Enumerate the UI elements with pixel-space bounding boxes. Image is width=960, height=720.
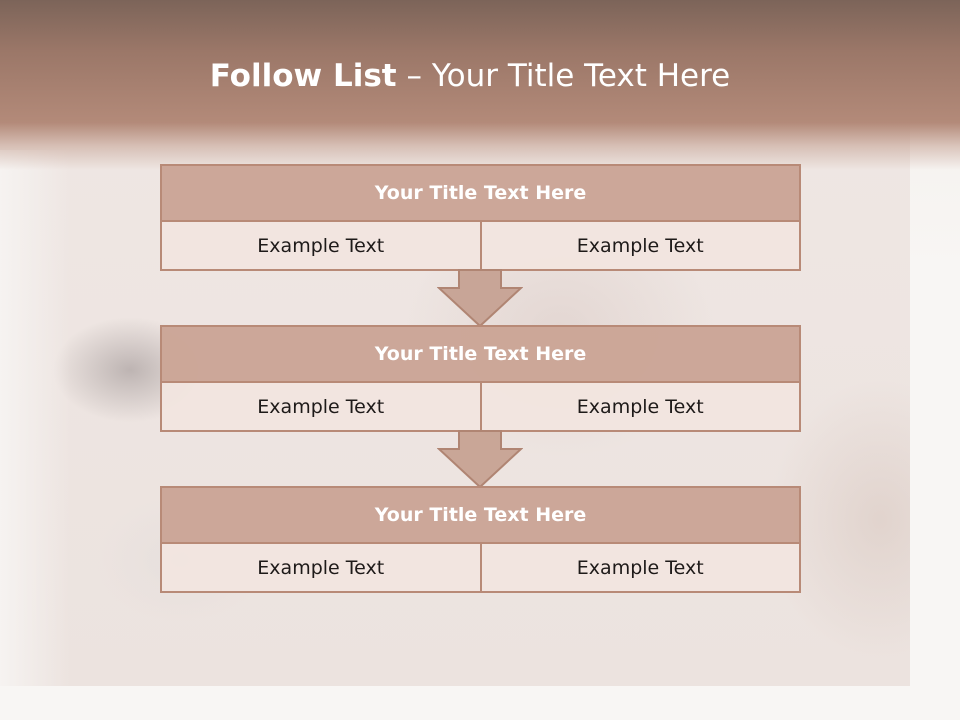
down-arrow-icon <box>437 430 523 489</box>
list-block-2[interactable]: Your Title Text Here Example Text Exampl… <box>160 325 801 432</box>
list-block-row: Example Text Example Text <box>162 544 799 591</box>
bottom-margin <box>0 686 960 720</box>
background-photo-window <box>0 150 70 686</box>
list-block-cell-right: Example Text <box>479 544 800 591</box>
down-arrow-icon <box>437 269 523 328</box>
slide-title[interactable]: Follow List – Your Title Text Here <box>0 56 940 96</box>
list-block-3[interactable]: Your Title Text Here Example Text Exampl… <box>160 486 801 593</box>
list-block-row: Example Text Example Text <box>162 383 799 430</box>
list-block-title: Your Title Text Here <box>162 327 799 383</box>
list-block-cell-left: Example Text <box>257 234 385 257</box>
title-band <box>0 0 960 170</box>
list-block-row: Example Text Example Text <box>162 222 799 269</box>
list-block-1[interactable]: Your Title Text Here Example Text Exampl… <box>160 164 801 271</box>
list-block-cell-left: Example Text <box>257 556 385 579</box>
list-block-cell-left: Example Text <box>257 395 385 418</box>
list-block-title: Your Title Text Here <box>162 166 799 222</box>
list-block-cell-right: Example Text <box>479 222 800 269</box>
slide-title-bold: Follow List <box>209 58 397 94</box>
list-block-title: Your Title Text Here <box>162 488 799 544</box>
slide-title-rest: – Your Title Text Here <box>396 58 731 94</box>
list-block-cell-right: Example Text <box>479 383 800 430</box>
